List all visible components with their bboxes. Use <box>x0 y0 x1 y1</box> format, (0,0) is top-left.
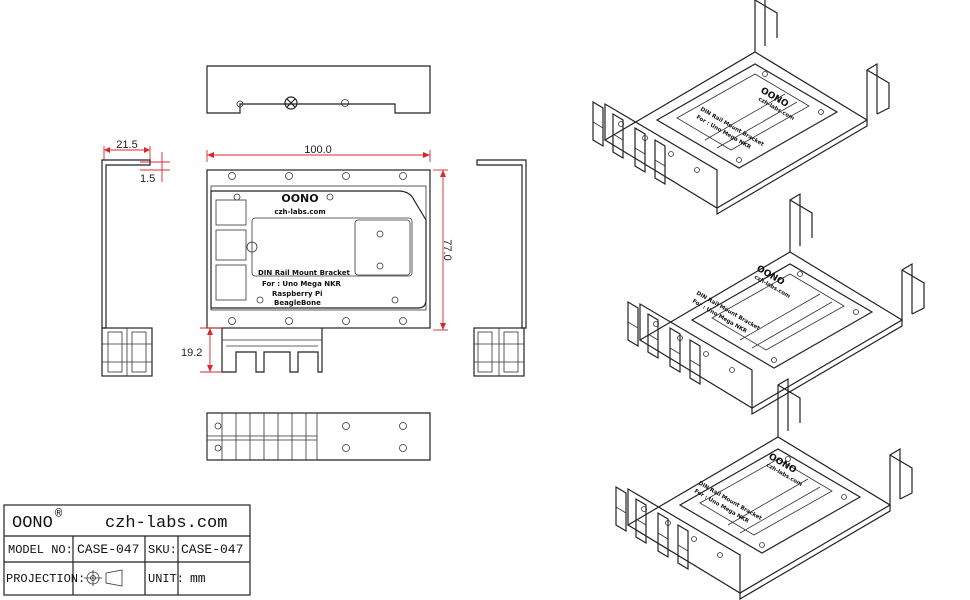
isometric-view-2: OONO czh-labs.com DIN Rail Mount Bracket… <box>627 193 925 415</box>
board-line-4: BeagleBone <box>274 299 321 307</box>
board-line-3: Raspberry Pi <box>272 290 322 298</box>
projection-symbol-icon <box>84 569 123 587</box>
screw-icon <box>284 96 298 110</box>
board-website: czh-labs.com <box>274 208 325 216</box>
model-value: CASE-047 <box>77 542 139 557</box>
right-side-view <box>473 159 527 377</box>
left-side-view <box>101 159 153 377</box>
sku-label: SKU: <box>148 543 177 557</box>
dim-width-label: 100.0 <box>304 144 332 156</box>
bottom-view <box>206 412 431 461</box>
board-line-2: For : Uno Mega NKR <box>262 280 342 288</box>
dim-height-label: 77.0 <box>441 239 453 260</box>
title-website: czh-labs.com <box>105 514 227 533</box>
title-block: OONO ® czh-labs.com MODEL NO: CASE-047 S… <box>3 504 251 596</box>
sku-value: CASE-047 <box>181 542 243 557</box>
dim-thickness-label: 1.5 <box>140 173 155 185</box>
board-brand: OONO <box>281 192 318 205</box>
dim-side-width-label: 21.5 <box>116 139 137 151</box>
board-line-1: DIN Rail Mount Bracket <box>258 269 350 277</box>
unit-label: UNIT: <box>148 572 184 586</box>
isometric-view-3: OONO czh-labs.com DIN Rail Mount Bracket… <box>615 378 913 600</box>
unit-value: mm <box>190 571 206 586</box>
title-registered-mark: ® <box>55 507 63 521</box>
projection-label: PROJECTION: <box>6 572 85 586</box>
isometric-view-1: OONO czh-labs.com DIN Rail Mount Bracket… <box>592 0 890 215</box>
front-view: OONO czh-labs.com DIN Rail Mount Bracket… <box>206 169 431 373</box>
model-label: MODEL NO: <box>8 543 73 557</box>
dimension-lines: 100.0 77.0 21.5 1.5 19.2 <box>103 139 453 373</box>
top-view <box>206 65 431 114</box>
title-brand: OONO <box>12 514 53 533</box>
dim-rail-height-label: 19.2 <box>181 347 202 359</box>
